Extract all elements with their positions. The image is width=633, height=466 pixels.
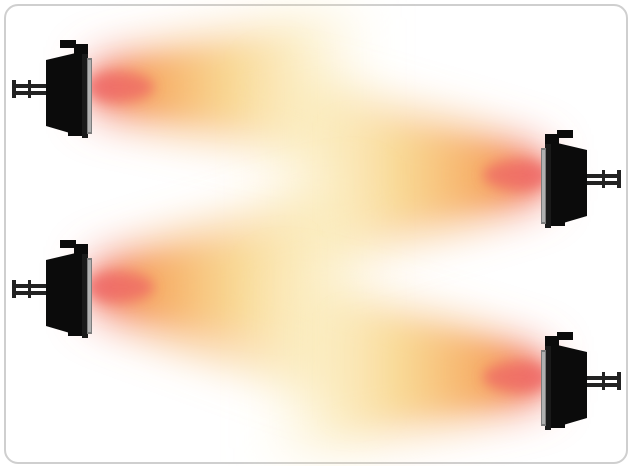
mount-bracket [12, 80, 50, 98]
heater-bottom-right [541, 332, 621, 430]
heater-housing [545, 332, 587, 430]
heater-lens [541, 148, 546, 224]
heater-housing [46, 240, 88, 338]
beam-bottom-right [255, 260, 545, 466]
beams [86, 0, 551, 466]
heater-housing [545, 130, 587, 228]
heater-lens [541, 350, 546, 426]
heater-lens [87, 258, 92, 334]
mount-bracket [583, 170, 621, 188]
heater-top-right [541, 130, 621, 228]
heater-bottom-left [12, 240, 92, 338]
heater-lens [87, 58, 92, 134]
mount-bracket [583, 372, 621, 390]
heater-housing [46, 40, 88, 138]
mount-bracket [12, 280, 50, 298]
heater-top-left [12, 40, 92, 138]
